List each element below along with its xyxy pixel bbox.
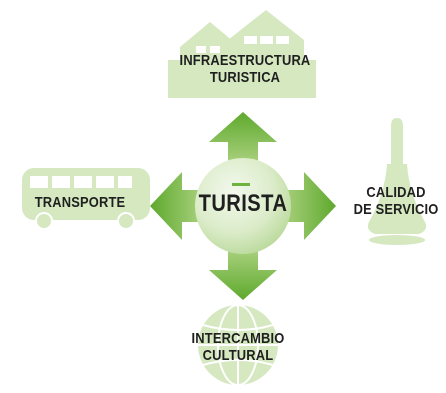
globe-icon <box>198 304 278 386</box>
center-dash <box>232 183 250 186</box>
node-bottom-line-2: CULTURAL <box>202 347 274 364</box>
node-bottom-label: INTERCAMBIO CULTURAL <box>186 330 289 364</box>
node-top-line-1: INFRAESTRUCTURA <box>179 52 311 69</box>
arrow-left <box>150 172 202 240</box>
node-bottom-line-1: INTERCAMBIO <box>191 330 285 347</box>
node-right-label: CALIDAD DE SERVICIO <box>348 184 444 218</box>
houses-icon <box>168 10 316 98</box>
node-right-line-2: DE SERVICIO <box>353 201 439 218</box>
center-label: TURISTA <box>198 190 288 217</box>
center-circle <box>195 158 291 254</box>
node-top-line-2: TURISTICA <box>209 69 281 86</box>
bus-icon <box>22 168 150 230</box>
node-right-line-1: CALIDAD <box>366 184 426 201</box>
bell-icon <box>367 118 427 245</box>
arrow-up <box>209 112 277 162</box>
node-left-line-1: TRANSPORTE <box>34 194 126 211</box>
node-left-label: TRANSPORTE <box>28 194 131 211</box>
node-top-label: INFRAESTRUCTURA TURISTICA <box>163 52 326 86</box>
arrow-down <box>209 250 277 300</box>
arrow-right <box>284 172 336 240</box>
